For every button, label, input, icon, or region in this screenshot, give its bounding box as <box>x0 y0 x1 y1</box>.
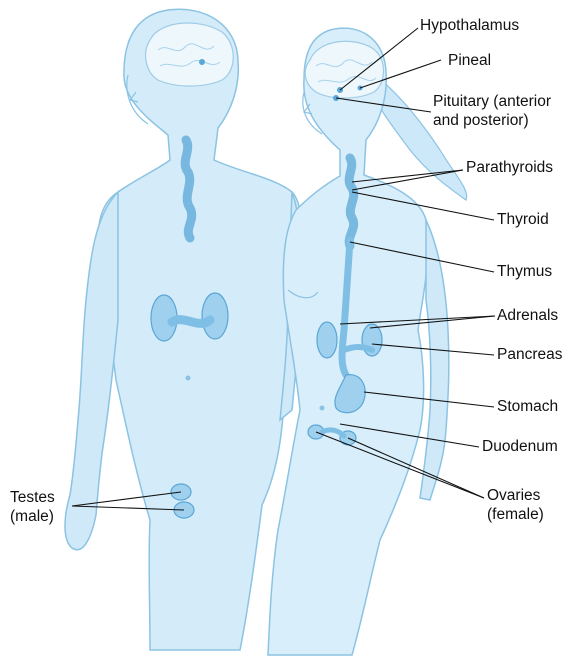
male-pituitary <box>199 59 205 65</box>
label-ovaries: Ovaries (female) <box>487 486 544 524</box>
male-kidney-right <box>202 293 228 339</box>
label-adrenals: Adrenals <box>497 306 558 325</box>
label-pineal: Pineal <box>448 51 491 70</box>
label-hypothalamus: Hypothalamus <box>420 16 519 35</box>
male-left-arm <box>65 192 118 550</box>
label-pituitary-line2: and posterior) <box>433 111 551 130</box>
label-ovaries-line1: Ovaries <box>487 486 544 505</box>
label-parathyroids: Parathyroids <box>466 158 553 177</box>
male-navel <box>186 376 191 381</box>
label-pancreas: Pancreas <box>497 345 562 364</box>
female-thyroid <box>349 158 354 246</box>
male-brain <box>146 23 234 86</box>
male-thyroid <box>185 140 192 238</box>
label-testes-line2: (male) <box>10 507 55 526</box>
label-pituitary-line1: Pituitary (anterior <box>433 92 551 111</box>
female-brain <box>305 41 383 98</box>
label-thyroid: Thyroid <box>497 210 549 229</box>
label-duodenum: Duodenum <box>482 437 558 456</box>
male-body <box>98 9 301 650</box>
female-navel <box>320 406 325 411</box>
male-figure <box>65 9 301 650</box>
label-ovaries-line2: (female) <box>487 505 544 524</box>
label-pituitary: Pituitary (anterior and posterior) <box>433 92 551 130</box>
female-pancreas <box>344 347 372 350</box>
male-pancreas <box>172 320 210 324</box>
female-kidney-left <box>317 322 337 358</box>
label-thymus: Thymus <box>497 262 552 281</box>
label-testes-line1: Testes <box>10 488 55 507</box>
label-testes: Testes (male) <box>10 488 55 526</box>
label-stomach: Stomach <box>497 397 558 416</box>
